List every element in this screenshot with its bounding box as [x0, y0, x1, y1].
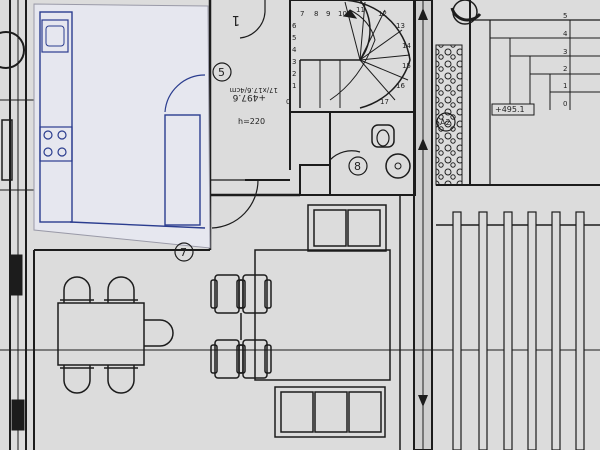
living-room-walls: [0, 195, 600, 450]
svg-text:8: 8: [354, 160, 361, 173]
svg-text:+497.6: +497.6: [232, 92, 266, 102]
spiral-staircase: [289, 0, 416, 113]
armchairs: [210, 274, 272, 379]
svg-text:+495.1: +495.1: [495, 105, 525, 114]
dimension-labels: h=220 17/x17.6/4cm +497.6: [229, 86, 278, 126]
svg-text:1: 1: [563, 82, 567, 90]
svg-text:12: 12: [378, 10, 387, 18]
level-marker-right: +495.1: [491, 103, 535, 116]
sofa-top: [307, 204, 387, 252]
svg-text:13: 13: [396, 22, 405, 30]
svg-text:5: 5: [563, 12, 567, 20]
svg-text:16: 16: [396, 82, 405, 90]
svg-text:0: 0: [286, 98, 290, 106]
svg-text:10: 10: [338, 10, 347, 18]
left-edge-walls: [0, 0, 40, 450]
room-tag-living: 7: [174, 242, 194, 262]
svg-text:A2: A2: [440, 118, 451, 127]
coffee-table: [254, 249, 391, 381]
outdoor-step-numbers: 0 1 2 3 4 5: [563, 12, 568, 108]
room-tag-right: A2: [436, 112, 456, 132]
svg-text:1: 1: [292, 82, 296, 90]
outdoor-steps: [436, 0, 600, 226]
svg-text:4: 4: [292, 46, 297, 54]
room-tag-hall: 5: [212, 62, 232, 82]
svg-text:7: 7: [180, 246, 187, 259]
svg-text:6: 6: [292, 22, 297, 30]
dining-set: [57, 276, 174, 394]
room-tag-stair: 1: [232, 12, 240, 27]
svg-text:5: 5: [218, 66, 225, 79]
svg-text:3: 3: [292, 58, 296, 66]
svg-text:1: 1: [232, 12, 240, 27]
svg-text:4: 4: [563, 30, 568, 38]
svg-text:11: 11: [356, 6, 365, 14]
svg-text:17: 17: [380, 98, 389, 106]
svg-text:3: 3: [563, 48, 567, 56]
bathroom: [299, 111, 416, 196]
stair-step-numbers: 0 1 2 3 4 5 6 7 8 9 10 11 12 13 14 15 16…: [286, 6, 411, 106]
svg-text:7: 7: [300, 10, 304, 18]
svg-text:2: 2: [292, 70, 296, 78]
room-tag-bath: 8: [348, 156, 368, 176]
pergola-beams: [452, 211, 585, 450]
svg-text:h=220: h=220: [238, 117, 265, 126]
svg-text:17/x17.6/4cm: 17/x17.6/4cm: [229, 86, 278, 94]
svg-text:14: 14: [402, 42, 411, 50]
central-wall: [413, 0, 433, 450]
svg-text:15: 15: [402, 62, 411, 70]
svg-text:8: 8: [314, 10, 318, 18]
svg-text:5: 5: [292, 34, 296, 42]
sofa-bottom: [274, 386, 386, 438]
svg-text:0: 0: [563, 100, 567, 108]
svg-text:2: 2: [563, 65, 567, 73]
svg-text:9: 9: [326, 10, 330, 18]
kitchen-overlay-sheet: [33, 3, 211, 249]
